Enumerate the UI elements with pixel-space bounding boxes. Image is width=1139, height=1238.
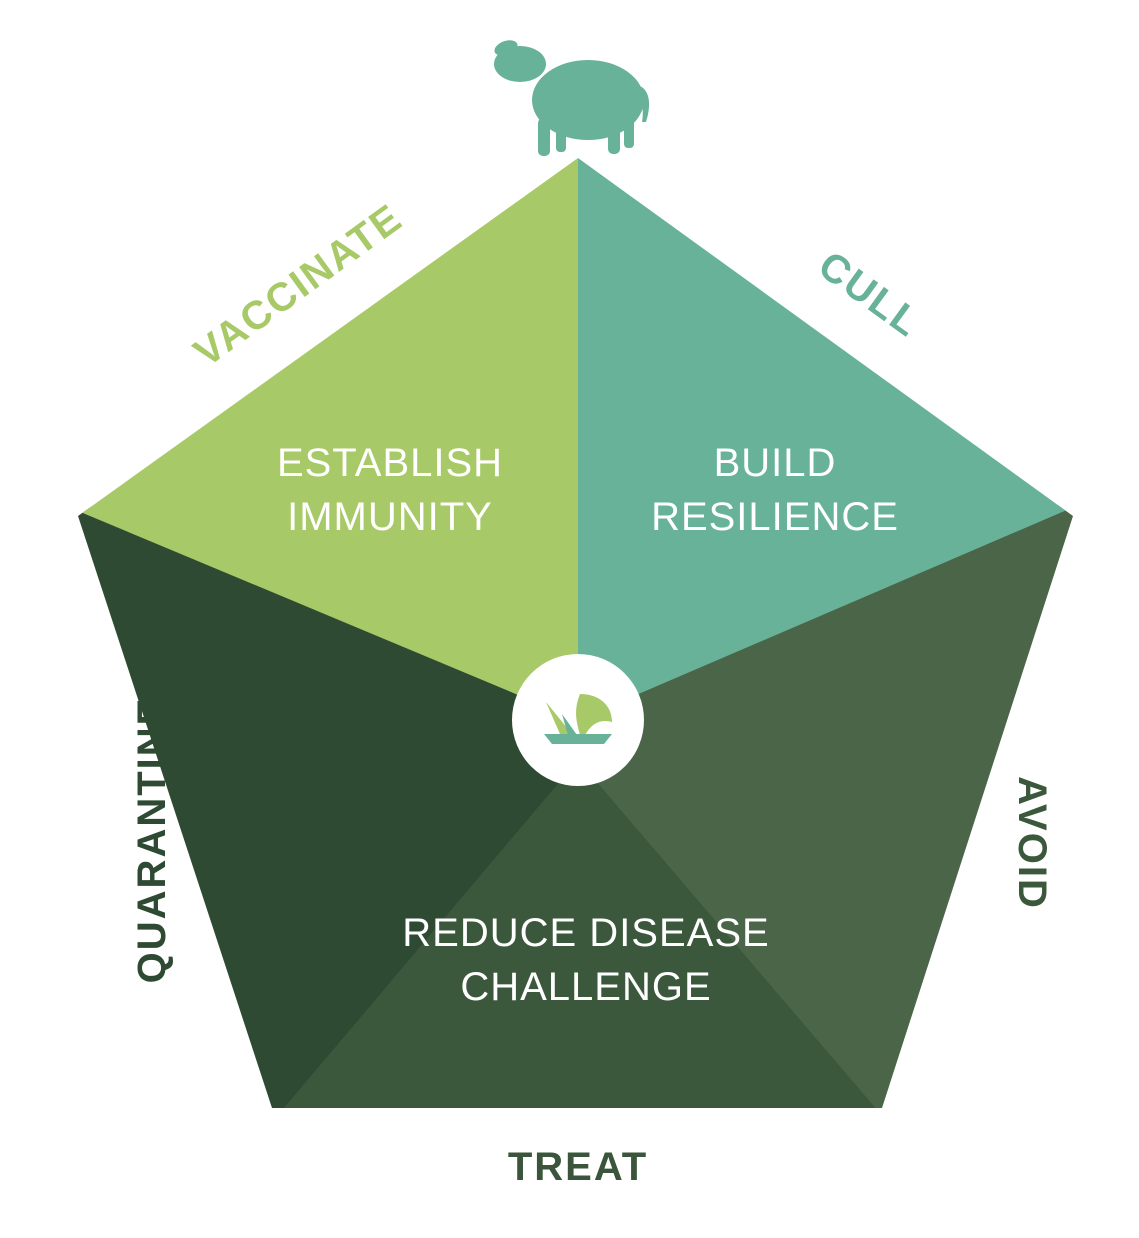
immunity-line1: ESTABLISH: [277, 441, 503, 485]
edge-label-quarantine: QUARANTINE: [130, 697, 174, 984]
edge-label-avoid: AVOID: [1010, 776, 1054, 910]
segment-bottom: [240, 760, 920, 1108]
edge-label-cull: CULL: [810, 243, 929, 346]
leaf-logo-icon: [544, 694, 612, 744]
label-reduce-disease-challenge: REDUCE DISEASE CHALLENGE: [402, 911, 769, 1009]
label-establish-immunity: ESTABLISH IMMUNITY: [277, 441, 503, 539]
label-build-resilience: BUILD RESILIENCE: [651, 441, 899, 539]
resilience-line1: BUILD: [714, 441, 837, 485]
pentagon-body: [78, 158, 1073, 1108]
sheep-icon: [494, 40, 650, 156]
challenge-line2: CHALLENGE: [460, 965, 711, 1009]
challenge-line1: REDUCE DISEASE: [402, 911, 769, 955]
edge-label-treat: TREAT: [508, 1145, 648, 1189]
immunity-line2: IMMUNITY: [287, 495, 493, 539]
resilience-line2: RESILIENCE: [651, 495, 899, 539]
